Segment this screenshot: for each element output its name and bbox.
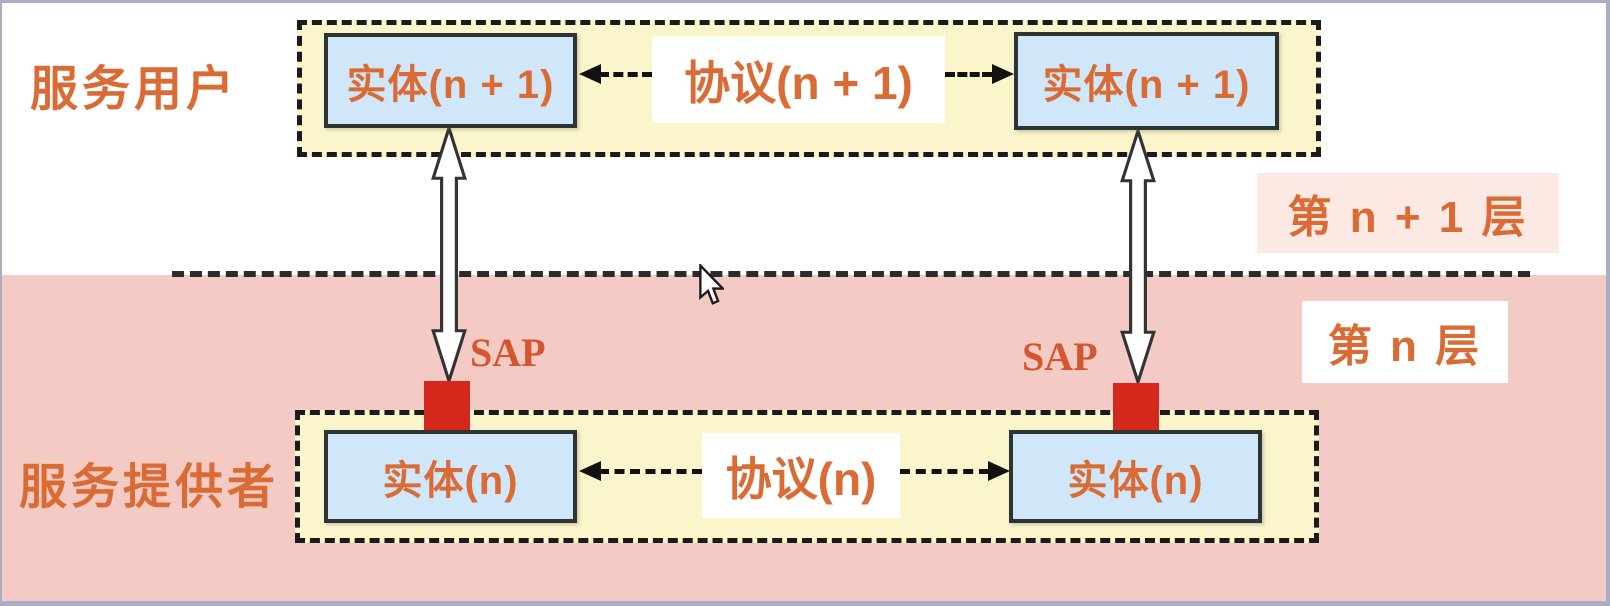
protocol-lower-dashed-connector-right bbox=[900, 469, 989, 474]
sap-left-label: SAP bbox=[470, 330, 546, 375]
entity-lower-right-box: 实体(n) bbox=[1009, 430, 1262, 523]
service-access-double-arrow-right-icon bbox=[1120, 129, 1156, 384]
sap-square-right bbox=[1113, 383, 1159, 431]
sap-square-left bbox=[424, 381, 470, 431]
protocol-upper-dashed-connector-right bbox=[945, 72, 992, 77]
arrowhead-right-icon bbox=[988, 461, 1010, 481]
arrowhead-left-icon bbox=[579, 64, 601, 84]
entity-lower-right-label: 实体(n) bbox=[1067, 458, 1204, 503]
entity-upper-left-box: 实体(n + 1) bbox=[324, 33, 577, 128]
layer-separator-dashed-line bbox=[172, 271, 1530, 277]
entity-lower-left-box: 实体(n) bbox=[324, 430, 577, 523]
layer-n-label: 第 n 层 bbox=[1302, 301, 1508, 383]
entity-upper-left-label: 实体(n + 1) bbox=[346, 62, 555, 107]
entity-lower-left-label: 实体(n) bbox=[382, 458, 519, 503]
entity-upper-right-label: 实体(n + 1) bbox=[1042, 63, 1251, 107]
protocol-upper-label: 协议(n + 1) bbox=[652, 36, 945, 123]
mouse-cursor-icon bbox=[699, 264, 724, 305]
service-provider-label: 服务提供者 bbox=[19, 461, 280, 514]
arrowhead-right-icon bbox=[992, 64, 1014, 84]
arrowhead-left-icon bbox=[579, 461, 601, 481]
protocol-lower-dashed-connector-left bbox=[599, 469, 702, 474]
sap-right-label: SAP bbox=[1022, 334, 1098, 379]
service-access-double-arrow-left-icon bbox=[431, 126, 467, 383]
service-user-label: 服务用户 bbox=[30, 63, 239, 116]
protocol-lower-label: 协议(n) bbox=[702, 433, 900, 518]
protocol-upper-dashed-connector-left bbox=[599, 72, 652, 77]
layer-n-plus-1-label: 第 n + 1 层 bbox=[1257, 173, 1559, 253]
entity-upper-right-box: 实体(n + 1) bbox=[1014, 32, 1279, 130]
